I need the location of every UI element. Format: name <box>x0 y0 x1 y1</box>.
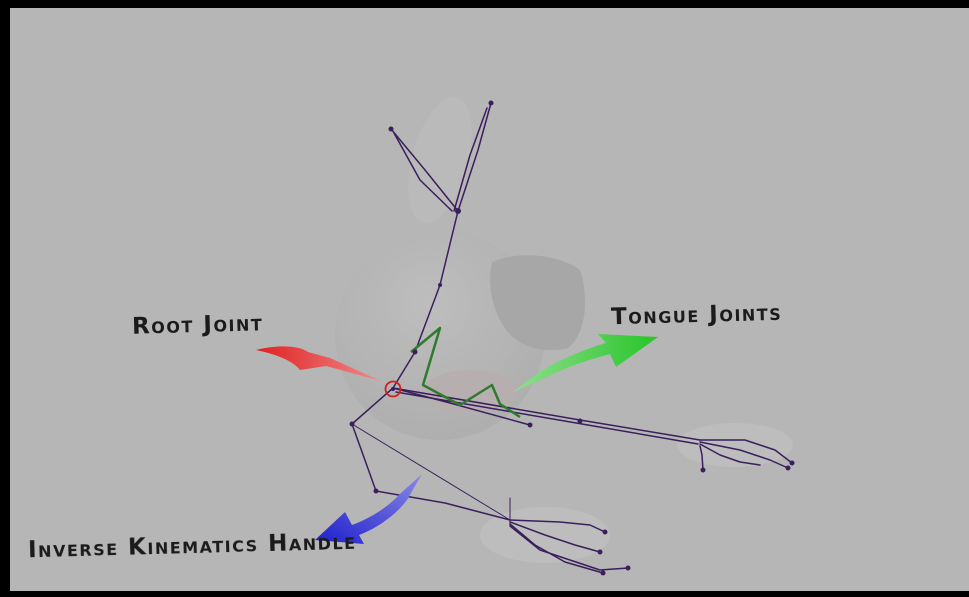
joint-dot <box>488 100 494 106</box>
joint-dot <box>349 421 355 427</box>
tongue-chain <box>410 326 521 419</box>
root-joint-center <box>391 387 395 391</box>
joint-dot <box>600 570 606 576</box>
root-joint-label: Root Joint <box>131 310 264 340</box>
root-joint-marker <box>384 380 402 398</box>
joint-dot <box>597 549 603 555</box>
green-arrow <box>513 334 658 392</box>
left-finger-1 <box>509 519 606 533</box>
left-finger-4 <box>509 525 629 571</box>
right-hand-mesh <box>677 423 793 467</box>
spine-bone <box>392 210 459 389</box>
eye-socket-mesh <box>490 255 586 351</box>
jaw-bone <box>392 387 531 426</box>
joint-dot <box>438 283 442 287</box>
joint-dot <box>388 126 394 132</box>
tongue-joints-label: Tongue Joints <box>610 299 783 331</box>
left-upper-arm-bone <box>351 387 394 425</box>
joint-dot <box>602 529 608 535</box>
joint-dot <box>789 460 795 466</box>
right-finger-2 <box>699 441 789 469</box>
joint-dot <box>785 465 791 471</box>
antler-ghost <box>408 96 472 224</box>
joint-dot <box>527 422 533 428</box>
joint-dot <box>577 418 583 424</box>
right-finger-4 <box>699 445 704 471</box>
left-lower-arm-bone <box>351 423 377 492</box>
right-finger-1 <box>699 439 793 464</box>
left-antler-bone-b <box>393 132 453 212</box>
ik-handle-line <box>351 423 511 521</box>
left-antler-bone <box>390 128 459 212</box>
left-finger-2 <box>509 521 601 553</box>
joint-dot <box>373 488 379 494</box>
joint-dot <box>455 208 461 214</box>
joint-dot <box>412 349 418 355</box>
red-arrow <box>256 346 381 381</box>
mouth-mesh <box>422 370 518 414</box>
joint-markers <box>349 100 795 576</box>
right-finger-3 <box>699 443 761 466</box>
joint-dot <box>700 467 706 473</box>
blue-arrow <box>315 474 422 544</box>
left-forearm-bone <box>375 490 511 521</box>
joint-dot <box>625 565 631 571</box>
tongue-bones <box>410 326 521 419</box>
right-antler-bone-b <box>453 107 488 212</box>
right-antler-bone <box>457 102 492 212</box>
